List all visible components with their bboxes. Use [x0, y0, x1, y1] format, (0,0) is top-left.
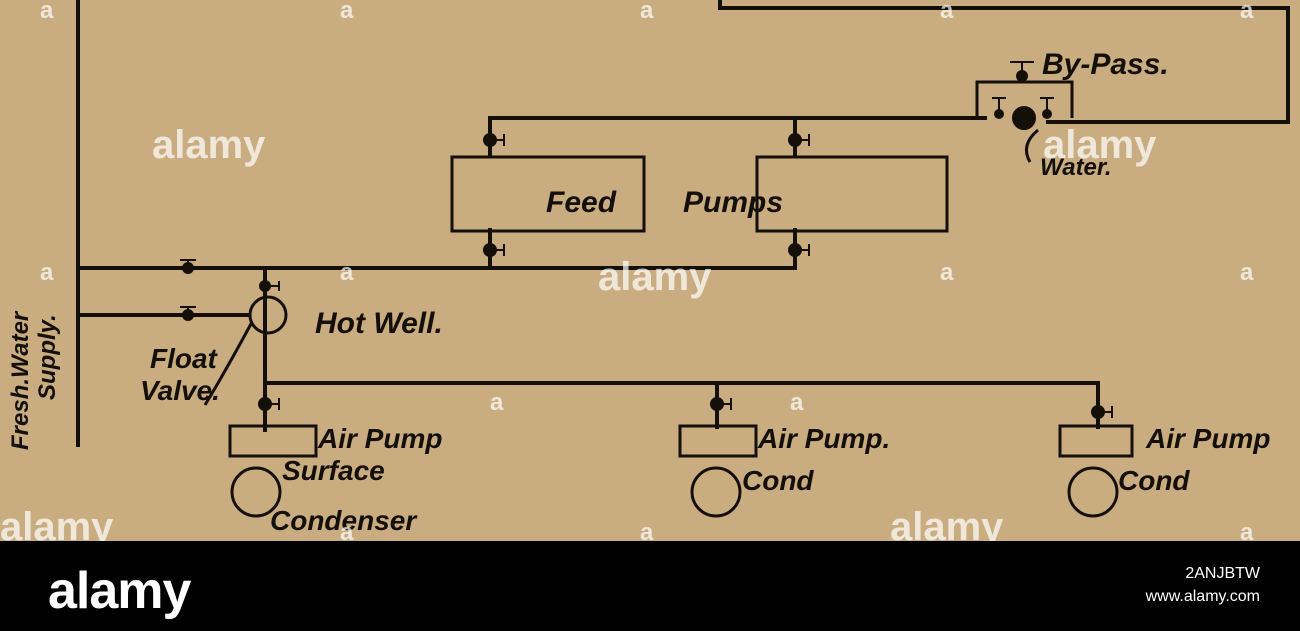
float-valve-leader: [203, 321, 254, 406]
supply-label: Supply.: [34, 314, 61, 400]
air-pump-3-label: Air Pump: [1145, 423, 1270, 454]
watermark: alamy: [1043, 123, 1157, 167]
float-label: Float: [150, 343, 219, 374]
alamy-logo: alamy: [48, 562, 191, 620]
condenser-label: Condenser: [270, 505, 418, 536]
bypass-box: [975, 80, 1074, 118]
valve-icon: [180, 306, 196, 321]
watermark-small: a: [640, 519, 654, 541]
watermark: alamy: [152, 123, 266, 167]
valve-icon: [1040, 97, 1054, 119]
condenser-3: [1067, 466, 1119, 518]
watermark-small: a: [40, 0, 54, 24]
air-pump-3: [1058, 424, 1134, 458]
valve-icon: [483, 243, 505, 257]
watermark-small: a: [640, 0, 654, 24]
cond-3-label: Cond: [1118, 465, 1190, 496]
water-meter-icon: [1012, 106, 1036, 130]
feed-pump-2: [755, 155, 949, 233]
watermark-small: a: [940, 0, 954, 24]
cond-2-label: Cond: [742, 465, 814, 496]
water-meter-label: Water.: [1040, 154, 1112, 181]
watermark: alamy: [0, 505, 114, 541]
watermark-layer: alamy alamy alamy alamy alamy a a a a a …: [0, 0, 1254, 541]
valve-icon: [710, 397, 732, 411]
watermark-small: a: [40, 259, 54, 286]
top-return-pipe: [718, 0, 1290, 124]
valve-icon: [1091, 405, 1113, 419]
valve-icon: [788, 133, 810, 147]
watermark-small: a: [1240, 0, 1254, 24]
site-url: www.alamy.com: [1145, 588, 1260, 605]
watermark-small: a: [940, 259, 954, 286]
valve-icon: [180, 259, 196, 274]
fresh-water-label: Fresh.Water: [7, 310, 34, 450]
watermark-small: a: [340, 0, 354, 24]
by-pass-label: By-Pass.: [1042, 48, 1169, 81]
watermark: alamy: [890, 505, 1004, 541]
image-id: 2ANJBTW: [1185, 565, 1260, 582]
valve-icon: [788, 243, 810, 257]
valve-icon: [992, 97, 1006, 119]
watermark-small: a: [790, 389, 804, 416]
air-pump-1: [228, 424, 318, 458]
valve-icon: [259, 280, 280, 292]
watermark-small: a: [1240, 259, 1254, 286]
surface-condenser: [230, 466, 282, 518]
valve-icon: [258, 397, 280, 411]
watermark-small: a: [490, 389, 504, 416]
valve-icon: [483, 133, 505, 147]
watermark-small: a: [340, 259, 354, 286]
water-meter-leader: [1024, 128, 1039, 163]
feed-pump-1: [450, 155, 646, 233]
watermark-small: a: [340, 519, 354, 541]
watermark-small: a: [1240, 519, 1254, 541]
air-pump-1-label: Air Pump: [317, 423, 442, 454]
piping-diagram: By-Pass. Water. Feed Pumps Hot Well. Flo…: [0, 0, 1290, 541]
feed-label: Feed: [546, 186, 617, 219]
bypass-valve-icon: [1010, 61, 1034, 82]
condenser-2: [690, 466, 742, 518]
pumps-label: Pumps: [683, 186, 783, 219]
air-pump-2-label: Air Pump.: [757, 423, 890, 454]
air-pump-2: [678, 424, 758, 458]
hot-well-tank: [248, 295, 288, 335]
surface-label: Surface: [282, 455, 385, 486]
footer-bar: alamy 2ANJBTW www.alamy.com: [0, 541, 1300, 631]
watermark: alamy: [598, 255, 712, 299]
hot-well-label: Hot Well.: [315, 307, 443, 340]
valve-label: Valve.: [140, 375, 220, 406]
